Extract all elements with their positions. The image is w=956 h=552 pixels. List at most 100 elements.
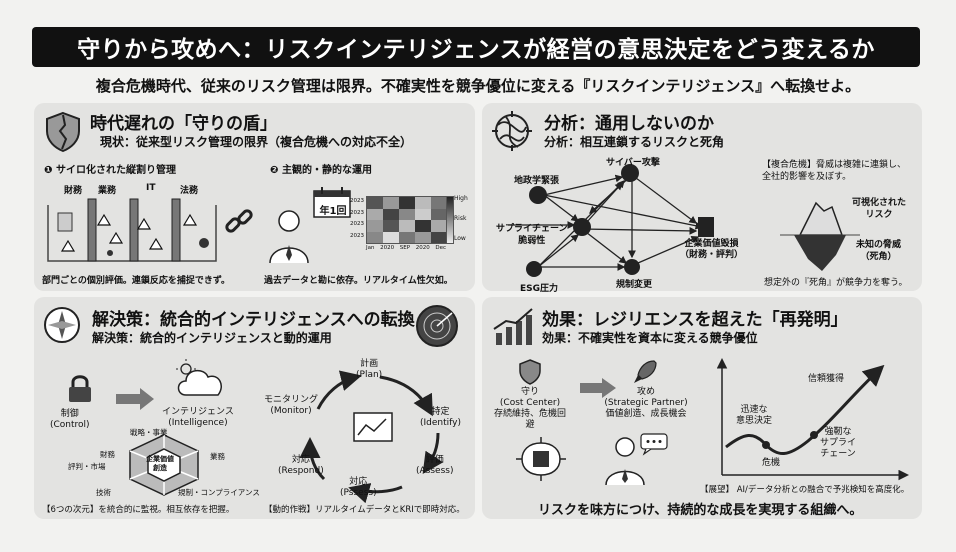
hex-label-operations: 業務 [210,452,225,461]
panel2-subheading: 分析：相互連鎖するリスクと死角 [544,135,725,149]
heat-label-high: High [454,195,468,202]
page-subtitle: 複合危機時代、従来のリスク管理は限界。不確実性を競争優位に変える『リスクインテリ… [95,77,861,95]
heatmap-cell [383,208,399,220]
curve-label-crisis: 危機 [762,458,781,468]
node-supply-chain: サプライチェーン 脆弱性 [496,224,568,246]
heatmap-cell [383,231,399,243]
panel-solution: 解決策：統合的インテリジェンスへの転換 解決策：統合的インテリジェンスと動的運用… [34,297,475,519]
panel3-note2: 【動的作戦】リアルタイムデータとKRIで即時対応。 [264,505,465,515]
resilience-growth-curve [716,358,909,481]
hex-label-tech: 技術 [96,488,111,497]
compass-icon [44,307,80,343]
hex-label-strategy: 戦略・事業 [130,428,168,437]
node-cyber: サイバー攻撃 [606,158,660,168]
hex-label-finance: 財務 [100,450,115,459]
radar-icon [416,305,458,347]
panel3-heading: 解決策：統合的インテリジェンスへの転換 [92,310,415,330]
hex-label-compliance: 規制・コンプライアンス [178,488,260,497]
cycle-assess: 評価 (Assess) [416,455,454,476]
heatmap-cell [431,208,447,220]
lock-icon [69,375,91,402]
panel-effects: 効果：レジリエンスを超えた「再発明」 効果：不確実性を資本に変える競争優位 守り… [482,297,922,519]
heatmap-cell [399,208,415,220]
heat-label-risk: Risk [454,215,467,222]
right-arrow-icon [580,378,616,398]
heatmap-cell [383,197,399,209]
panel2-note-top: 【複合危機】脅威は複雑に連鎖し、 全社的影響を及ぼす。 [762,160,907,182]
panel-current-state: 時代遅れの「守りの盾」 現状：従来型リスク管理の限界（複合危機への対応不全） ❶… [34,103,475,291]
unknown-threat-label: 未知の脅威 （死角） [856,240,902,262]
heatmap-cell [367,220,383,232]
risk-network-diagram [508,164,714,277]
cycle-respond: 対応 (Respond) [278,455,324,476]
node-regulation: 規制変更 [616,280,653,290]
panel2-note-bottom: 想定外の『死角』が競争力を奪う。 [764,278,908,288]
intelligence-label: インテリジェンス (Intelligence) [162,407,234,428]
broken-shield-icon [46,111,80,153]
attack-label: 攻め (Strategic Partner) 価値創造、成長機会 [604,387,688,419]
ai-chip-icon [516,437,566,481]
calendar-label: 年1回 [319,206,347,217]
node-corporate-value: 企業価値毀損 （財務・評判） [680,239,744,260]
panel4-note: 【展望】 AI/データ分析との融合で予兆検知を高度化。 [700,485,910,495]
panel4-heading: 効果：レジリエンスを超えた「再発明」 [542,310,848,330]
panel1-subheading: 現状：従来型リスク管理の限界（複合危機への対応不全） [100,135,413,149]
cycle-monitor: モニタリング (Monitor) [264,395,319,416]
calendar-icon [313,187,351,218]
heatmap-cell [399,220,415,232]
panel3-subheading: 解決策：統合的インテリジェンスと動的運用 [92,331,332,345]
cycle-plan: 計画 (Plan) [356,359,383,380]
heatmap-cell [399,231,415,243]
panel2-heading: 分析：通用しないのか [544,114,714,134]
dept-it: IT [146,183,156,193]
tangled-network-icon [492,111,532,151]
curve-label-supply-chain: 強靭な サプライ チェーン [820,427,857,459]
node-esg: ESG圧力 [520,284,559,294]
closing-statement: リスクを味方につけ、持続的な成長を実現する組織へ。 [538,503,863,518]
cycle-respond-pssess: 対応 (Pssess) [340,477,377,498]
right-arrow-icon [116,388,154,410]
rocket-icon [634,360,657,383]
heatmap-cell [431,220,447,232]
cycle-identify: 特定 (Identify) [420,407,461,428]
hex-label-reputation: 評判・市場 [68,462,106,471]
silo-walls-illustration [47,198,217,262]
panel1-note2: 過去データと勘に依存。リアルタイム性欠如。 [264,276,453,286]
heatmap-cell [431,197,447,209]
heatmap-legend-bar [446,196,454,244]
heat-label-low: Low [454,235,466,242]
point2-label: ❷ 主観的・静的な運用 [270,165,372,176]
heatmap-cell [399,197,415,209]
broken-chain-icon [225,209,253,233]
growth-chart-icon [493,308,533,345]
heatmap-cell [415,197,431,209]
panel3-note1: 【6つの次元】を統合的に監視。相互依存を把握。 [42,505,235,515]
heatmap-cell [367,197,383,209]
heatmap-cell [367,231,383,243]
shield-icon [519,359,541,385]
curve-label-quick-decision: 迅速な 意思決定 [736,405,773,426]
person-icon [269,210,309,264]
visible-risk-label: 可視化された リスク [852,198,907,220]
heatmap-cell [415,220,431,232]
heatmap-cell [415,208,431,220]
panel-analysis: 分析：通用しないのか 分析：相互連鎖するリスクと死角 地政学緊張 サイバー攻撃 … [482,103,922,294]
heatmap-cell [431,231,447,243]
heatmap-cell [367,208,383,220]
panel1-heading: 時代遅れの「守りの盾」 [90,114,277,134]
node-geopolitics: 地政学緊張 [514,176,560,186]
defense-label: 守り (Cost Center) 存続維持、危機回避 [493,387,566,430]
dept-operations: 業務 [98,186,117,196]
speech-bubble-icon [640,433,668,456]
dynamic-cycle-diagram [299,370,444,504]
page-title: 守りから攻めへ：リスクインテリジェンスが経営の意思決定をどう変えるか [32,27,920,67]
curve-label-trust: 信頼獲得 [808,374,845,384]
panel1-note1: 部門ごとの個別評価。連鎖反応を捕捉できず。 [42,276,231,286]
hex-center-label: 企業価値 創造 [146,455,174,472]
business-person-icon [605,437,645,486]
heatmap-cell [415,231,431,243]
control-label: 制御 (Control) [50,409,90,430]
heatmap-cell [383,220,399,232]
cloud-bulb-icon [176,359,222,396]
